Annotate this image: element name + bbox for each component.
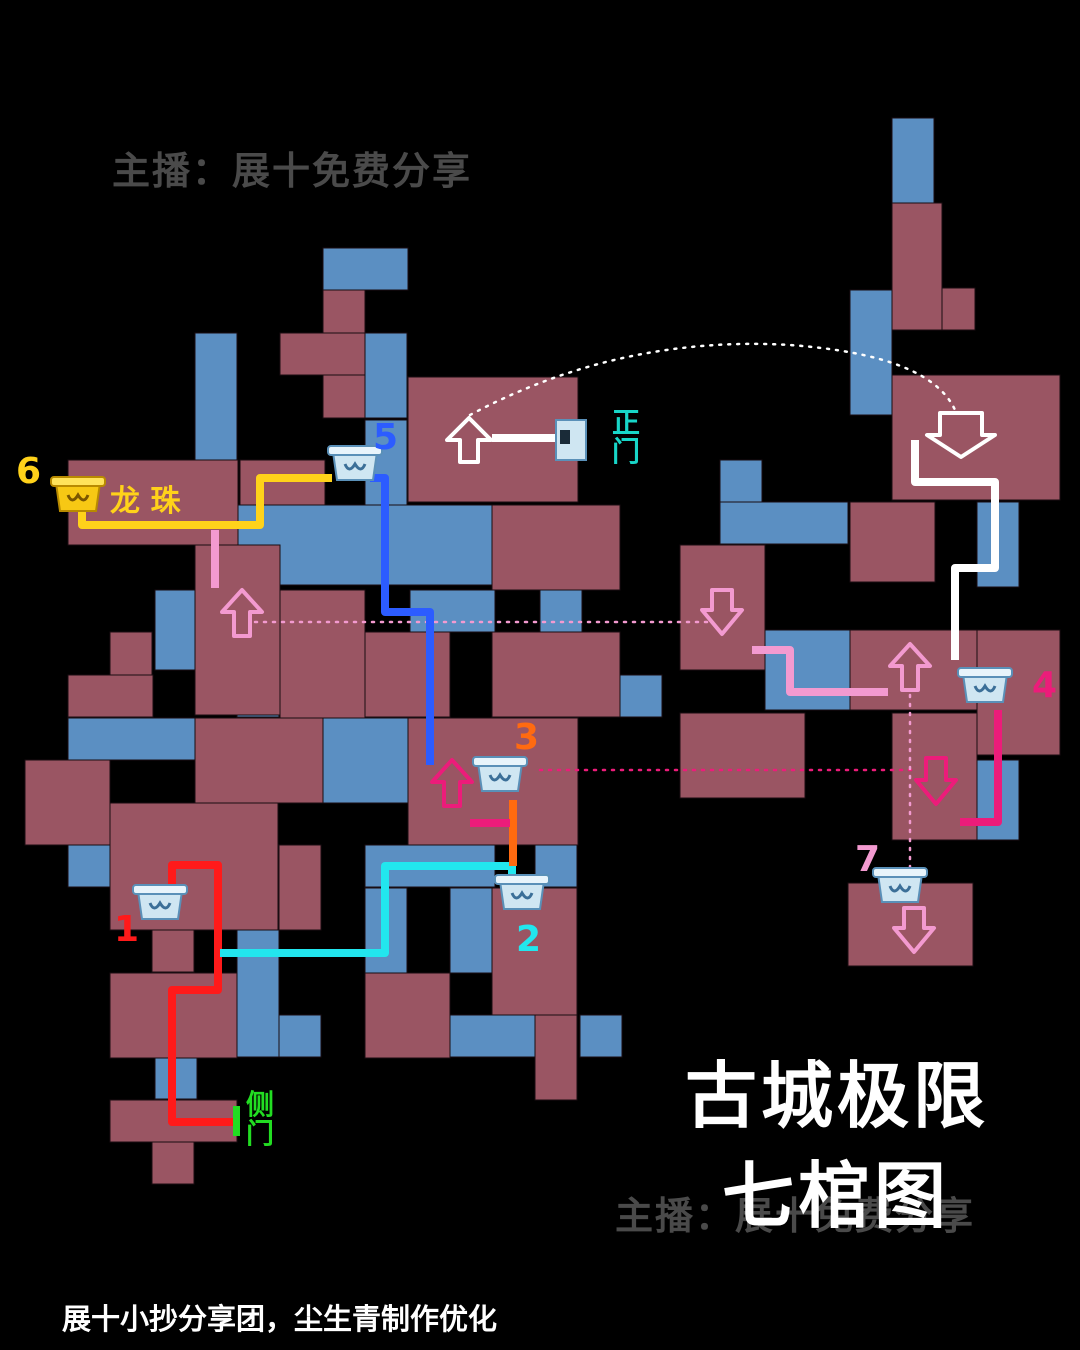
map-title-line1: 古城极限	[685, 1054, 990, 1138]
watermark-bottom: 主播：展十免费分享	[615, 1194, 976, 1238]
coffin-number-7: 7	[855, 839, 881, 880]
coffin-6-icon	[50, 476, 106, 512]
coffin-number-5: 5	[373, 417, 399, 458]
route-1	[168, 861, 235, 1126]
coffin-number-3: 3	[514, 717, 540, 758]
side-gate-marker	[233, 1106, 240, 1136]
route-6	[78, 474, 332, 529]
credit-text: 展十小抄分享团，尘生青制作优化	[62, 1302, 498, 1336]
route-5	[370, 474, 434, 765]
red-rooms	[24, 289, 621, 1185]
arrow-up-icon	[888, 642, 932, 692]
route-7	[752, 646, 888, 696]
coffin-7-icon	[871, 866, 929, 904]
route-2	[220, 862, 516, 957]
arrow-down-icon	[914, 756, 958, 806]
room-tiles	[24, 117, 1061, 1185]
map-title-line2: 七棺图	[722, 1154, 951, 1238]
coffin-1-icon	[131, 883, 189, 921]
dragon-pearl-label: 龙 珠	[110, 484, 181, 519]
main-gate-icon	[555, 419, 587, 461]
arrow-down-icon	[925, 411, 997, 459]
arrows	[220, 411, 997, 954]
coffin-4-icon	[956, 666, 1014, 704]
arrow-up-icon	[430, 758, 474, 808]
arrow-up-icon	[220, 588, 264, 638]
coffin-number-2: 2	[516, 919, 542, 960]
arrow-down-icon	[892, 906, 936, 954]
main-gate-label: 正门	[612, 406, 641, 469]
arrow-up-icon	[445, 416, 493, 464]
coffin-3-icon	[471, 755, 529, 793]
arrow-down-icon	[700, 588, 744, 636]
coffin-number-6: 6	[16, 451, 42, 492]
dotted-connectors	[253, 342, 957, 882]
coffin-markers	[50, 444, 1014, 921]
route-4	[960, 710, 1002, 826]
coffin-2-icon	[493, 873, 551, 911]
route-lines	[78, 434, 1002, 1126]
watermark-top: 主播：展十免费分享	[112, 149, 473, 193]
side-gate-label: 侧门	[246, 1088, 275, 1151]
coffin-number-4: 4	[1032, 665, 1058, 706]
route-white	[911, 440, 999, 660]
coffin-number-1: 1	[114, 909, 140, 950]
right-blue-rooms	[719, 117, 1020, 841]
